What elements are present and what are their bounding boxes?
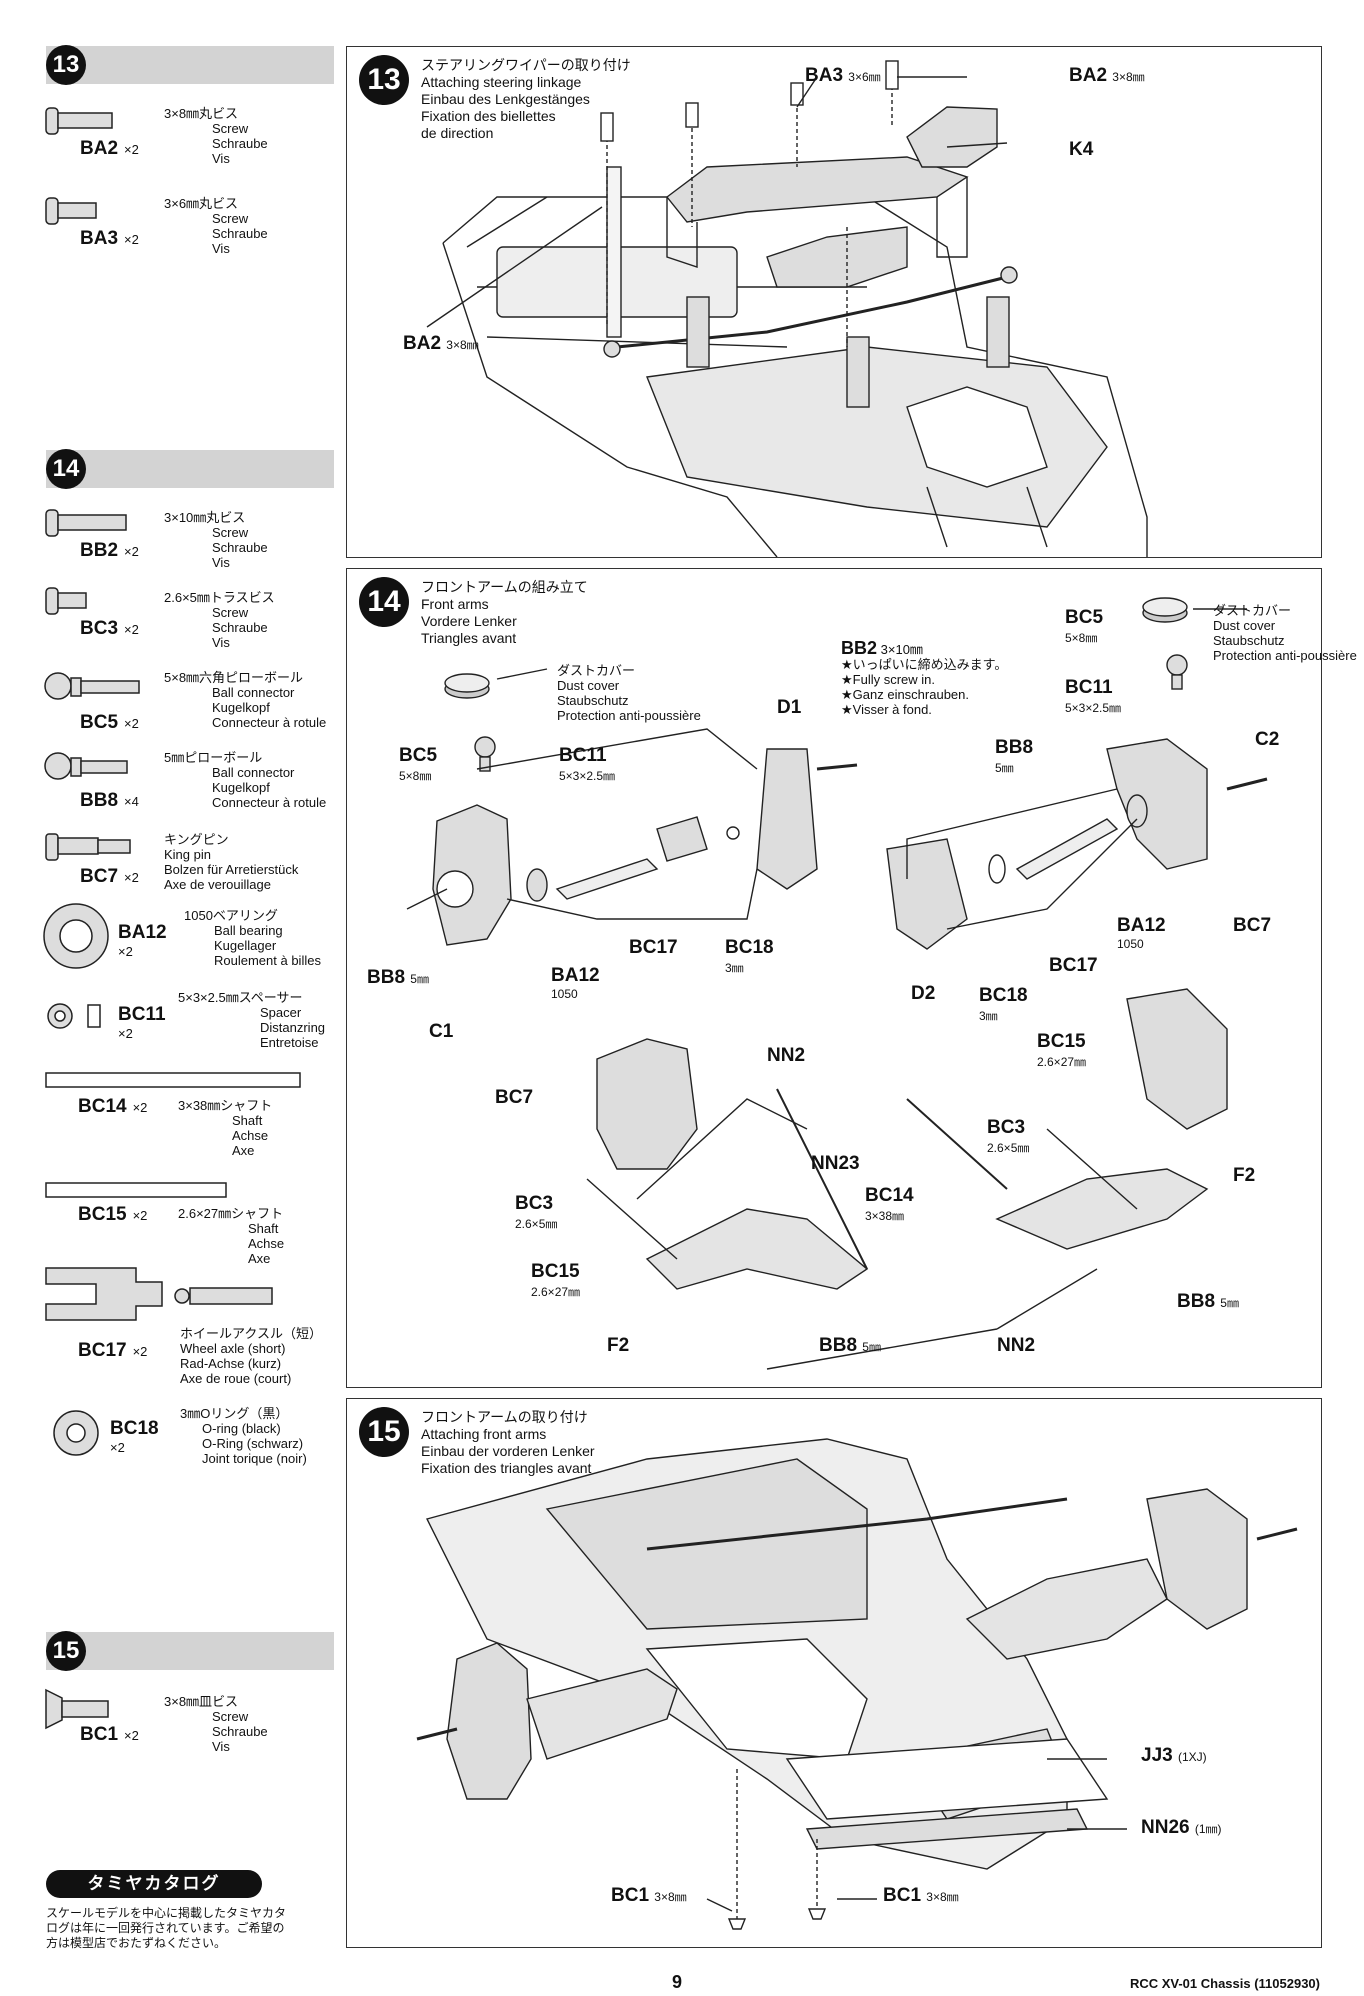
part-code-ba3: BA3×2 xyxy=(80,228,139,249)
label-bc17-right: BC17 xyxy=(1049,955,1098,976)
label-ba2-top: BA2 3×8㎜ xyxy=(1069,65,1145,86)
label-c2: C2 xyxy=(1255,729,1280,750)
label-d1: D1 xyxy=(777,697,802,718)
step15-parts-bar xyxy=(46,1632,334,1670)
step13-number: 13 xyxy=(359,55,409,105)
catalog-text: スケールモデルを中心に掲載したタミヤカタログは年に一回発行されています。ご希望の… xyxy=(46,1906,287,1950)
label-bc7-left: BC7 xyxy=(495,1087,534,1108)
part-desc-bc17: ホイールアクスル（短）Wheel axle (short)Rad-Achse (… xyxy=(180,1326,322,1386)
part-code-bc14: BC14×2 xyxy=(78,1096,148,1117)
part-code-bc18: BC18 xyxy=(110,1418,159,1439)
label-nn23: NN23 xyxy=(811,1153,860,1174)
step14-illustration xyxy=(406,597,1268,1370)
part-code-bc17: BC17×2 xyxy=(78,1340,148,1361)
catalog-badge: タミヤカタログ xyxy=(46,1870,262,1898)
label-f2-left: F2 xyxy=(607,1335,630,1356)
step13-illustration xyxy=(426,60,1148,557)
label-c1: C1 xyxy=(429,1021,454,1042)
part-code-ba2: BA2×2 xyxy=(80,138,139,159)
label-bc7-right: BC7 xyxy=(1233,915,1272,936)
part-code-bc7: BC7×2 xyxy=(80,866,139,887)
part-qty-bc11: ×2 xyxy=(118,1026,133,1041)
label-d2: D2 xyxy=(911,983,936,1004)
part-qty-bc18: ×2 xyxy=(110,1440,125,1455)
label-bb8-left: BB8 5㎜ xyxy=(367,967,429,988)
part-qty-ba12: ×2 xyxy=(118,944,133,959)
part-code-bc15: BC15×2 xyxy=(78,1204,148,1225)
bb2-note: BB2 3×10㎜ ★いっぱいに締め込みます。★Fully screw in.★… xyxy=(841,638,1008,717)
step13-parts-number: 13 xyxy=(46,45,86,85)
part-code-bc3: BC3×2 xyxy=(80,618,139,639)
label-bc1-right: BC1 3×8㎜ xyxy=(883,1885,959,1906)
label-bb8-bottom: BB8 5㎜ xyxy=(819,1335,881,1356)
label-bc1-left: BC1 3×8㎜ xyxy=(611,1885,687,1906)
label-ba3: BA3 3×6㎜ xyxy=(805,65,881,86)
part-code-bc1: BC1×2 xyxy=(80,1724,139,1745)
part-desc-bc18: 3㎜Oリング（黒）O-ring (black)O-Ring (schwarz)J… xyxy=(180,1406,307,1466)
part-code-bc11: BC11 xyxy=(118,1004,166,1025)
label-nn26: NN26 (1㎜) xyxy=(1141,1817,1222,1838)
label-jj3: JJ3 (1XJ) xyxy=(1141,1745,1207,1766)
step15-number: 15 xyxy=(359,1407,409,1457)
step14-number: 14 xyxy=(359,577,409,627)
step14-parts-number: 14 xyxy=(46,449,86,489)
part-code-bb2: BB2×2 xyxy=(80,540,139,561)
label-ba2-left: BA2 3×8㎜ xyxy=(403,333,479,354)
label-bb8-right: BB8 5㎜ xyxy=(1177,1291,1239,1312)
part-code-bc5: BC5×2 xyxy=(80,712,139,733)
part-code-bb8: BB8×4 xyxy=(80,790,139,811)
label-bc17-left: BC17 xyxy=(629,937,678,958)
label-nn2-top: NN2 xyxy=(767,1045,806,1066)
label-k4: K4 xyxy=(1069,139,1094,160)
footer-title: RCC XV-01 Chassis (11052930) xyxy=(1129,1976,1320,1991)
label-f2-right: F2 xyxy=(1233,1165,1256,1186)
step15-parts-number: 15 xyxy=(46,1631,86,1671)
page-number: 9 xyxy=(672,1972,683,1992)
part-code-ba12: BA12 xyxy=(118,922,167,943)
step15-illustration xyxy=(416,1438,1298,1930)
step14-parts-bar xyxy=(46,450,334,488)
step13-parts-bar xyxy=(46,46,334,84)
label-nn2-bottom: NN2 xyxy=(997,1335,1036,1356)
